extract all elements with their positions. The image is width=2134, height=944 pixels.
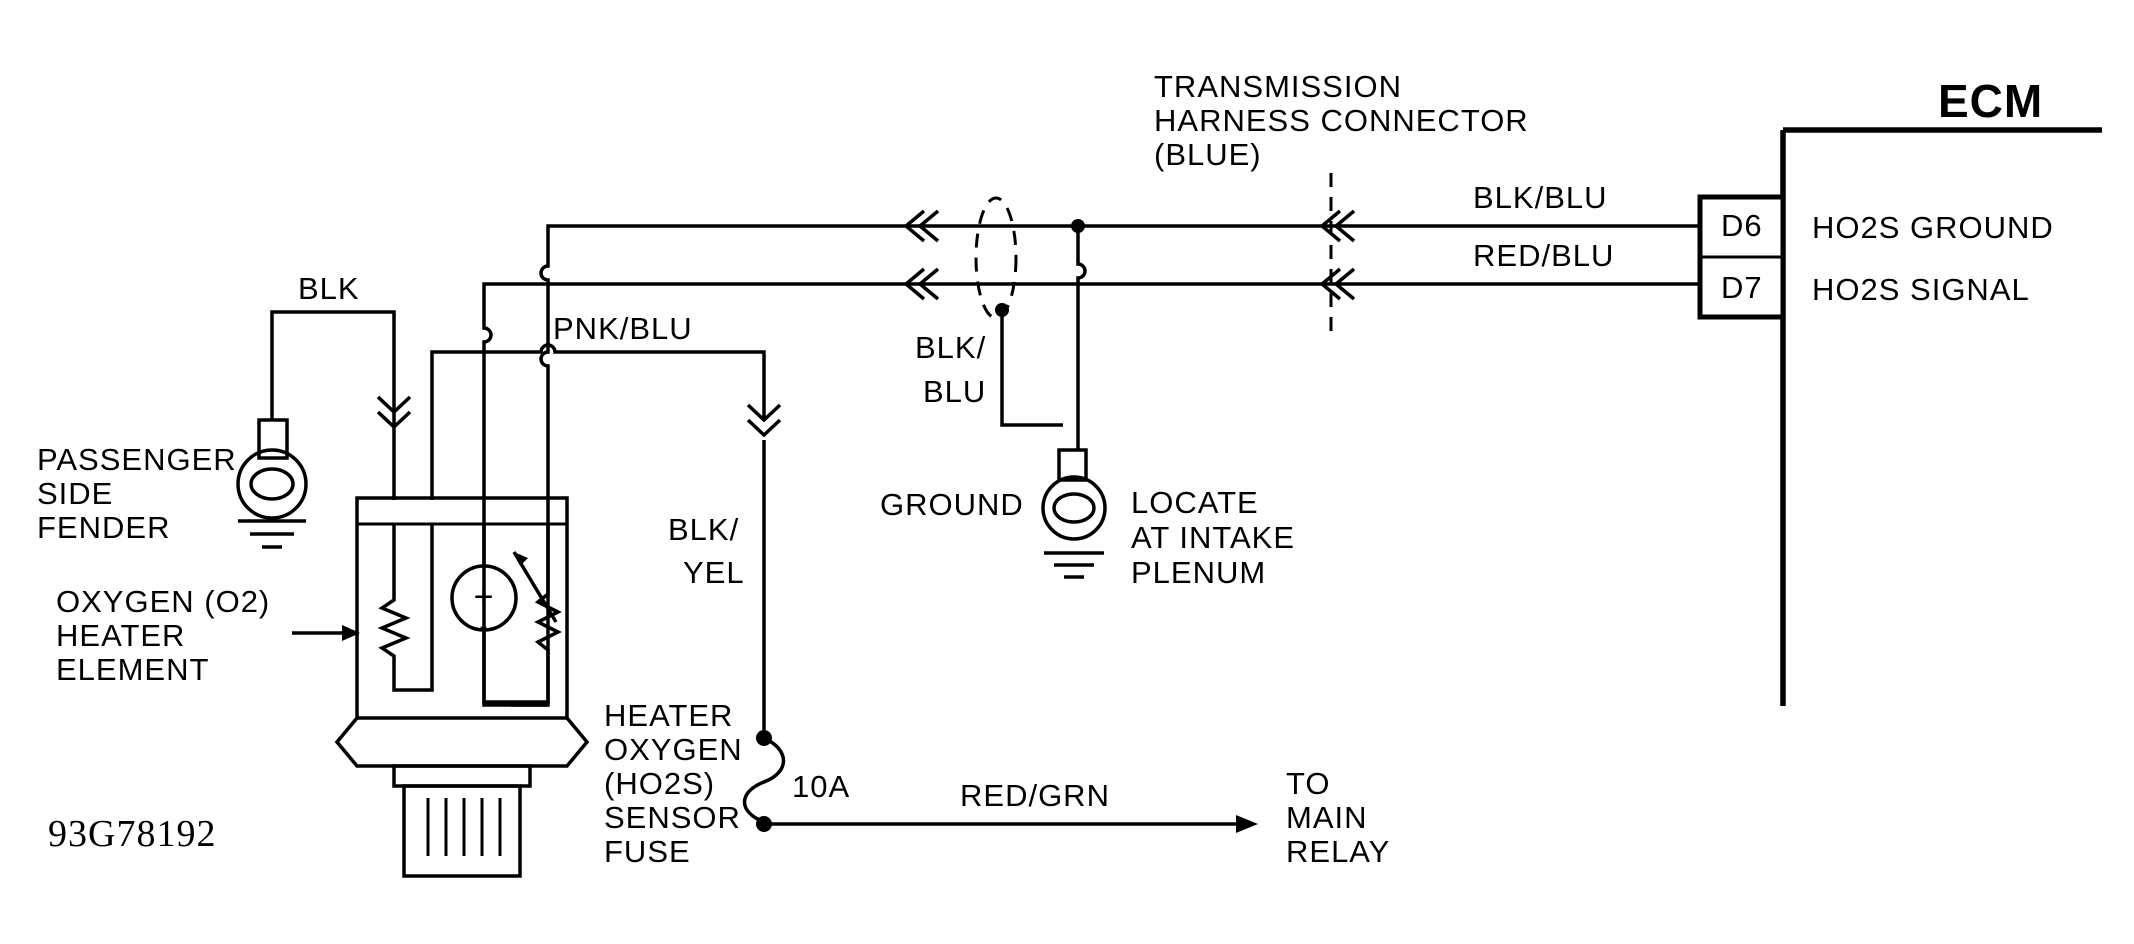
fuse-line5: FUSE <box>604 834 691 869</box>
ecm-label: ECM <box>1938 75 2043 127</box>
locate-line2: AT INTAKE <box>1131 520 1295 555</box>
ho2s-signal-label: HO2S SIGNAL <box>1812 272 2030 307</box>
locate-line3: PLENUM <box>1131 555 1266 590</box>
fender-ground-wire <box>270 310 412 500</box>
locate-line1: LOCATE <box>1131 485 1259 520</box>
o2-line3: ELEMENT <box>56 652 209 687</box>
wire-blk-blu-label-1: BLK/ <box>915 330 986 365</box>
fuse-line3: (HO2S) <box>604 766 715 801</box>
o2-line2: HEATER <box>56 618 185 653</box>
oxygen-sensor <box>334 496 590 878</box>
figure-code: 93G78192 <box>48 813 216 855</box>
cell-minus-symbol: - <box>480 613 489 640</box>
blk-connector <box>376 395 412 430</box>
inline-connector <box>903 209 940 301</box>
fuse-rating: 10A <box>792 769 850 804</box>
pin-d6: D6 <box>1721 208 1763 243</box>
trans-line3: (BLUE) <box>1154 137 1262 172</box>
fuse-line4: SENSOR <box>604 800 741 835</box>
wire-blk-label: BLK <box>298 271 360 306</box>
trans-line1: TRANSMISSION <box>1154 69 1402 104</box>
fuse-line2: OXYGEN <box>604 732 743 767</box>
heater-connector <box>746 403 782 438</box>
wire-red-blu-label: RED/BLU <box>1473 238 1614 273</box>
pass-line1: PASSENGER <box>37 442 237 477</box>
fuse-line1: HEATER <box>604 698 733 733</box>
o2-line1: OXYGEN (O2) <box>56 584 270 619</box>
main-wires <box>482 224 1700 707</box>
to-line1: TO <box>1286 766 1331 801</box>
pin-d7: D7 <box>1721 270 1763 305</box>
ho2s-fuse <box>742 730 1258 833</box>
pass-line3: FENDER <box>37 510 170 545</box>
wire-blk-blu-top-label: BLK/BLU <box>1473 180 1608 215</box>
ho2s-ground-label: HO2S GROUND <box>1812 210 2054 245</box>
ground-label: GROUND <box>880 487 1024 522</box>
wire-pnk-blu-label: PNK/BLU <box>553 311 693 346</box>
trans-line2: HARNESS CONNECTOR <box>1154 103 1529 138</box>
intake-ground-wire <box>1071 219 1087 455</box>
cell-plus-symbol: + <box>474 578 495 616</box>
wire-blk-blu-label-2: BLU <box>923 374 986 409</box>
shield-drain <box>974 196 1063 427</box>
wire-red-grn-label: RED/GRN <box>960 778 1110 813</box>
wire-blk-yel-label-2: YEL <box>683 555 745 590</box>
transmission-connector <box>1319 173 1356 340</box>
fender-ground-terminal <box>236 418 308 549</box>
heater-wires <box>430 343 766 730</box>
pass-line2: SIDE <box>37 476 113 511</box>
o2-pointer <box>292 625 360 641</box>
wire-blk-yel-label-1: BLK/ <box>668 512 739 547</box>
to-line3: RELAY <box>1286 834 1390 869</box>
to-line2: MAIN <box>1286 800 1368 835</box>
intake-ground-terminal <box>1041 448 1107 579</box>
ecm-block <box>1697 127 2102 706</box>
